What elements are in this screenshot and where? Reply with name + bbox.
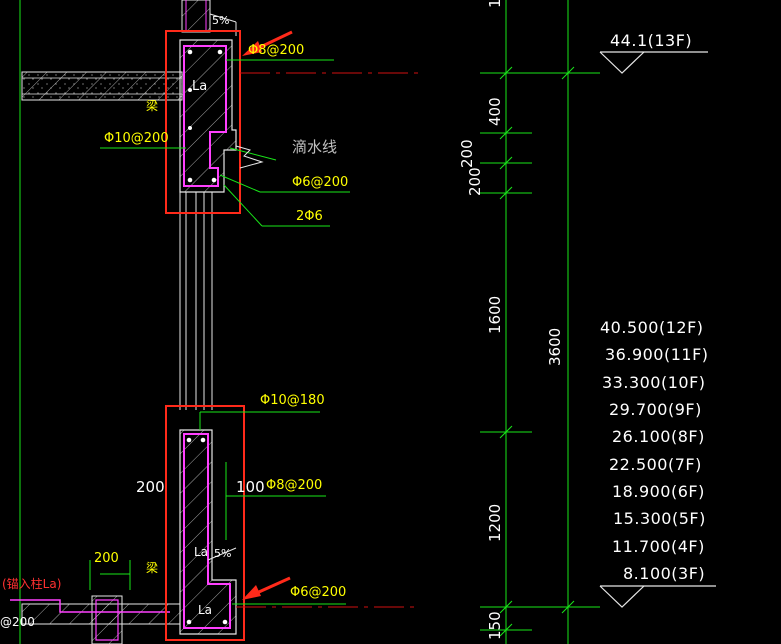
dim-200-a: 200 [458, 139, 476, 168]
level-label: 18.900(6F) [612, 482, 705, 501]
rebar-label-cut: @200 [0, 615, 35, 629]
beam-label-bottom: 梁 [146, 560, 158, 575]
wall-mullion-lines [179, 192, 213, 410]
dim-1200: 1200 [486, 504, 504, 542]
dim-3600: 3600 [546, 328, 564, 366]
lower-beam [179, 429, 237, 635]
highlight-box-top [165, 30, 241, 214]
level-marker-top [599, 51, 708, 74]
rebar-label-6-200-bottom: Φ6@200 [290, 585, 346, 600]
level-label-top: 44.1(13F) [610, 31, 692, 50]
rebar-label-8-200-top: Φ8@200 [248, 43, 304, 58]
level-label: 29.700(9F) [609, 400, 702, 419]
dim-400: 400 [486, 97, 504, 126]
dimension-texts: 1 400 200 200 1600 3600 1200 150 [458, 0, 564, 640]
la-label-small: La [198, 603, 212, 617]
dimension-lines [480, 0, 600, 644]
rebar-label-10-200: Φ10@200 [104, 131, 169, 146]
level-marker-bottom [599, 585, 716, 608]
upper-beam [179, 39, 237, 193]
leader-lines [89, 59, 350, 605]
level-label: 36.900(11F) [605, 345, 709, 364]
level-label: 15.300(5F) [613, 509, 706, 528]
drip-line-symbol [235, 145, 264, 169]
red-arrow-bottom [242, 576, 291, 600]
dim-200-small: 200 [94, 551, 119, 566]
dim-150: 150 [486, 611, 504, 640]
beam-label-top: 梁 [146, 98, 158, 113]
level-list: 40.500(12F) 36.900(11F) 33.300(10F) 29.7… [600, 318, 709, 583]
rebar-label-2-6: 2Φ6 [296, 209, 323, 224]
level-label: 8.100(3F) [623, 564, 705, 583]
level-label: 22.500(7F) [609, 455, 702, 474]
la-label-bottom: La [194, 545, 208, 559]
red-arrow-top [242, 30, 293, 56]
rebar-label-6-200-top: Φ6@200 [292, 175, 348, 190]
dim-200-left: 200 [136, 478, 165, 496]
anchor-note: (锚入柱La) [2, 576, 61, 591]
dim-top-cut: 1 [486, 0, 504, 8]
level-label: 40.500(12F) [600, 318, 704, 337]
dim-100: 100 [236, 478, 265, 496]
rebar-label-8-200-mid: Φ8@200 [266, 478, 322, 493]
top-floor-slab [21, 71, 183, 101]
dim-200-b: 200 [466, 167, 484, 196]
la-label-top: La [192, 79, 207, 94]
dim-1600: 1600 [486, 296, 504, 334]
slope-label-bottom: 5% [214, 547, 231, 560]
level-label: 26.100(8F) [612, 427, 705, 446]
slope-label-top: 5% [212, 14, 229, 27]
level-label: 33.300(10F) [602, 373, 706, 392]
level-label: 11.700(4F) [612, 537, 705, 556]
drip-line-label: 滴水线 [292, 138, 337, 156]
lower-floor-slab [10, 595, 181, 644]
highlight-box-bottom [165, 405, 245, 641]
rebar-label-10-180: Φ10@180 [260, 393, 325, 408]
